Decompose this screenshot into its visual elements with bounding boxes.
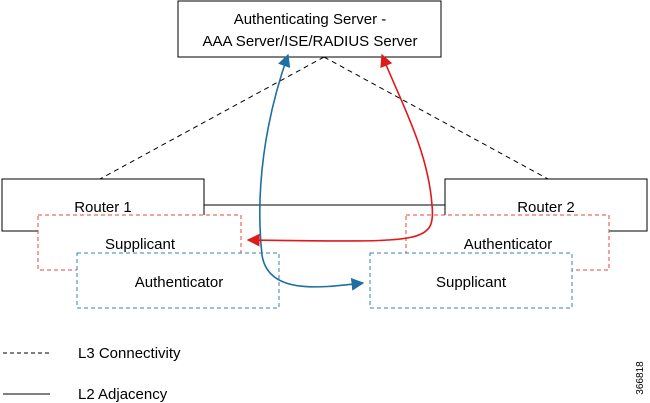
router1-label: Router 1 [74, 199, 132, 216]
auth-server-title-line1: Authenticating Server - [234, 11, 387, 28]
legend-l3-label: L3 Connectivity [78, 345, 181, 362]
router2-authenticator-label: Authenticator [464, 236, 552, 253]
figure-id: 366818 [635, 361, 646, 395]
auth-server-box [177, 0, 442, 58]
red-eap-arrow [246, 53, 434, 247]
router1-authenticator-box [76, 252, 280, 309]
blue-eap-arrow [259, 53, 365, 291]
router1-supplicant-label: Supplicant [105, 236, 176, 253]
router2-label: Router 2 [517, 199, 575, 216]
auth-server-title-line2: AAA Server/ISE/RADIUS Server [202, 33, 417, 50]
router2-supplicant-box [369, 252, 573, 309]
l3-link-router1 [99, 56, 325, 180]
router1-authenticator-label: Authenticator [135, 274, 223, 291]
legend-l2-label: L2 Adjacency [78, 386, 168, 403]
router2-supplicant-label: Supplicant [436, 274, 507, 291]
l3-link-router2 [323, 56, 549, 180]
